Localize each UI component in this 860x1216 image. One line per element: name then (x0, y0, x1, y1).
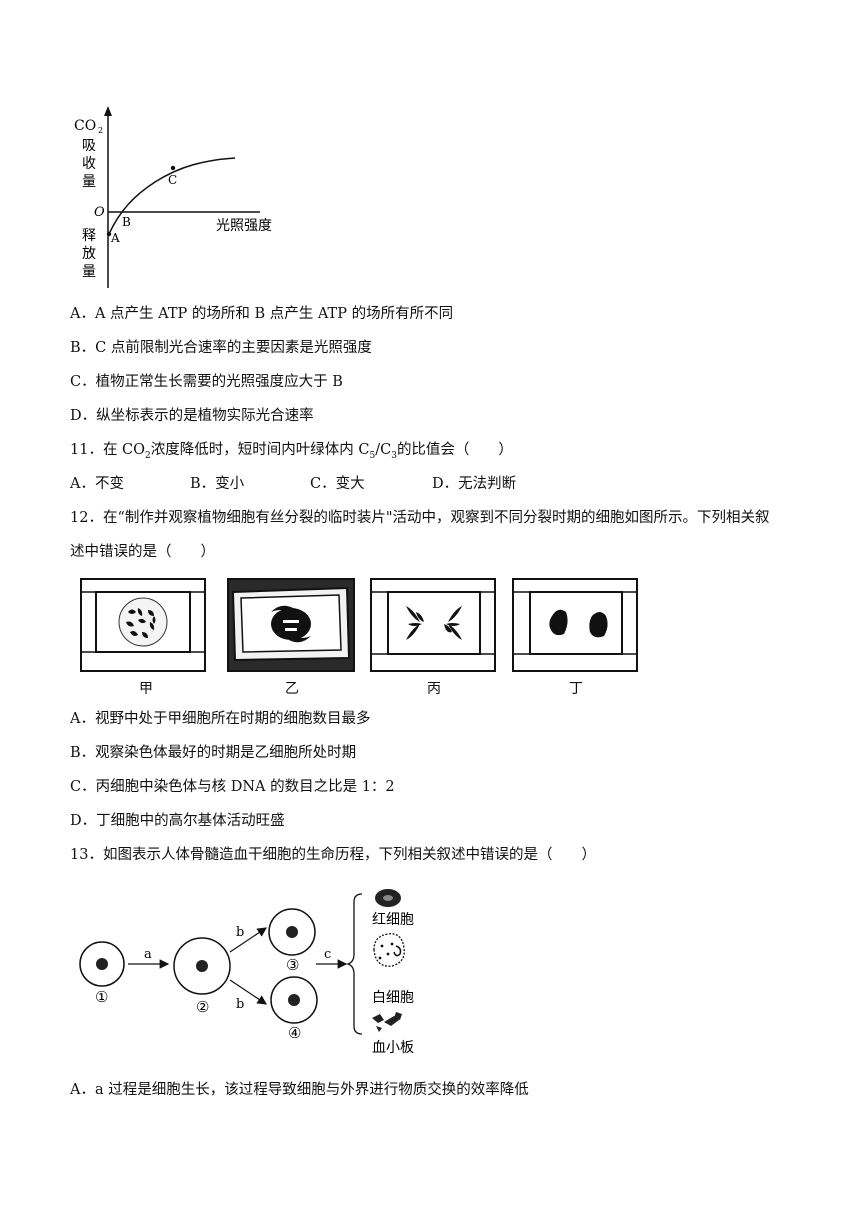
wbc-label: 白细胞 (372, 990, 414, 1006)
q11-options: A．不变 B．变小 C．变大 D．无法判断 (70, 474, 516, 494)
graph-curve (108, 157, 236, 235)
q10-option-b: B．C 点前限制光合速率的主要因素是光照强度 (70, 340, 372, 356)
graph-y-absorb-1: 吸 (82, 138, 96, 154)
platelet-icon (372, 1012, 402, 1032)
q12-option-b: B．观察染色体最好的时期是乙细胞所处时期 (70, 745, 357, 761)
cell-3-nucleus (286, 926, 298, 938)
graph-y-absorb-2: 收 (82, 156, 96, 172)
caption-ding: 丁 (569, 681, 583, 697)
graph-y-release-3: 量 (82, 264, 96, 280)
arrow-c-label: c (324, 947, 331, 962)
q11-option-b: B．变小 (190, 476, 245, 492)
arrow-b-up-label: b (236, 925, 244, 940)
graph-origin: O (94, 205, 105, 220)
q13-option-a: A．a 过程是细胞生长，该过程导致细胞与外界进行物质交换的效率降低 (70, 1082, 529, 1098)
graph-y-label-co2: CO (74, 118, 96, 134)
white-blood-cell-icon (373, 933, 405, 967)
red-blood-cell-icon (375, 889, 401, 907)
platelet-label: 血小板 (372, 1040, 414, 1056)
cell-ding (512, 578, 638, 672)
q11-option-a: A．不变 (70, 476, 124, 492)
cell-3-label: ③ (286, 956, 299, 974)
cell-bing (370, 578, 496, 672)
q12-option-c: C．丙细胞中染色体与核 DNA 的数目之比是 1：2 (70, 779, 395, 795)
q11-option-c: C．变大 (310, 476, 365, 492)
rbc-label: 红细胞 (372, 912, 414, 928)
caption-yi: 乙 (285, 681, 299, 697)
graph-y-release-2: 放 (82, 246, 96, 262)
caption-jia: 甲 (139, 681, 153, 697)
arrow-a-label: a (144, 947, 152, 962)
q13-stem: 13．如图表示人体骨髓造血干细胞的生命历程，下列相关叙述中错误的是（ ） (70, 847, 596, 863)
q10-option-c: C．植物正常生长需要的光照强度应大于 B (70, 374, 343, 390)
co2-light-graph: CO 2 吸 收 量 释 放 量 O 光照强度 A B C (74, 106, 272, 288)
caption-bing: 丙 (427, 681, 441, 697)
q11-stem: 11．在 CO2浓度降低时，短时间内叶绿体内 C5/C3的比值会（ ） (70, 442, 513, 461)
q12-option-d: D．丁细胞中的高尔基体活动旺盛 (70, 813, 285, 829)
graph-x-label: 光照强度 (216, 218, 272, 234)
graph-y-release-1: 释 (82, 228, 96, 244)
cell-4-label: ④ (288, 1024, 301, 1042)
stem-cell-diagram: ① a ② b b ③ ④ c 红细胞 白细胞 血小板 (79, 889, 414, 1056)
graph-y-label-co2-sub: 2 (98, 126, 103, 135)
q10-option-d: D．纵坐标表示的是植物实际光合速率 (70, 408, 314, 424)
graph-point-a (106, 231, 112, 237)
cell-2-label: ② (196, 998, 209, 1016)
graph-y-absorb-3: 量 (82, 174, 96, 190)
graph-y-arrow (104, 106, 112, 116)
graph-label-c: C (168, 173, 177, 187)
q12-stem-line1: 12．在“制作并观察植物细胞有丝分裂的临时装片"活动中，观察到不同分裂时期的细胞… (70, 510, 770, 526)
cell-2-nucleus (196, 960, 208, 972)
mitosis-cells-figure (80, 578, 638, 672)
graph-label-a: A (110, 231, 120, 245)
q10-option-a: A．A 点产生 ATP 的场所和 B 点产生 ATP 的场所有所不同 (70, 306, 454, 322)
arrow-b-up (229, 927, 267, 953)
cell-1-label: ① (95, 988, 108, 1006)
brace (345, 893, 363, 1035)
cell-jia (80, 578, 206, 672)
cell-yi (227, 578, 355, 672)
q12-option-a: A．视野中处于甲细胞所在时期的细胞数目最多 (70, 711, 371, 727)
graph-point-c (170, 165, 176, 171)
cell-1-nucleus (96, 958, 108, 970)
graph-label-b: B (122, 215, 131, 229)
q11-option-d: D．无法判断 (432, 476, 517, 492)
cell-4-nucleus (288, 994, 300, 1006)
q12-stem-line2: 述中错误的是（ ） (70, 544, 215, 560)
arrow-b-down (229, 979, 267, 1005)
arrow-b-down-label: b (236, 997, 244, 1012)
